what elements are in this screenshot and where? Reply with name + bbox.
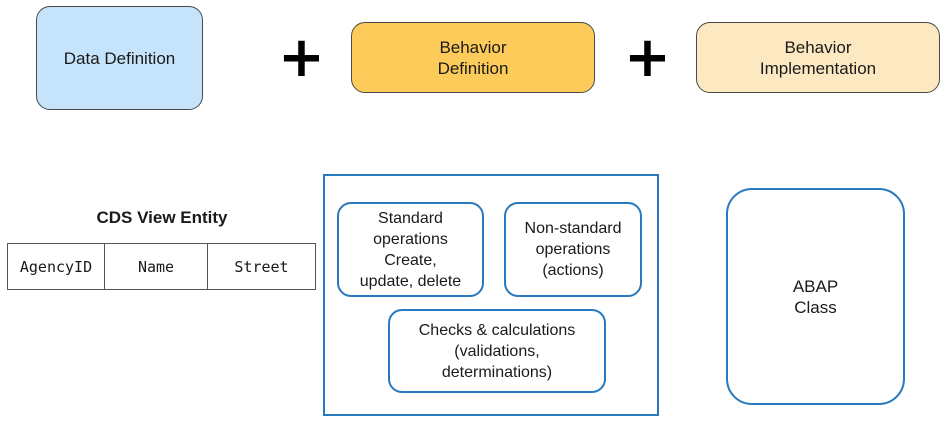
- behavior-definition-label: Behavior Definition: [437, 37, 509, 78]
- behavior-implementation-box: Behavior Implementation: [696, 22, 940, 93]
- abap-class-box: ABAP Class: [726, 188, 905, 405]
- plus-sign: +: [624, 25, 671, 90]
- data-definition-box: Data Definition: [36, 6, 203, 110]
- behavior-implementation-label: Behavior Implementation: [759, 37, 877, 78]
- non-standard-operations-box: Non-standard operations (actions): [504, 202, 642, 297]
- column-agencyid: AgencyID: [7, 243, 105, 290]
- behavior-definition-box: Behavior Definition: [351, 22, 595, 93]
- column-street: Street: [207, 243, 316, 290]
- non-standard-operations-label: Non-standard operations (actions): [524, 220, 622, 279]
- abap-class-label: ABAP Class: [792, 276, 839, 317]
- checks-calculations-label: Checks & calculations (validations, dete…: [418, 321, 576, 381]
- standard-operations-box: Standard operations Create, update, dele…: [337, 202, 484, 297]
- data-definition-label: Data Definition: [63, 48, 176, 68]
- table-row: AgencyID Name Street: [7, 243, 316, 290]
- behavior-definition-frame: [323, 174, 659, 416]
- column-name: Name: [104, 243, 208, 290]
- checks-calculations-box: Checks & calculations (validations, dete…: [388, 309, 606, 393]
- cds-view-entity-title: CDS View Entity: [96, 208, 228, 227]
- plus-sign: +: [278, 25, 325, 90]
- standard-operations-label: Standard operations Create, update, dele…: [359, 209, 462, 290]
- cds-view-entity-table: AgencyID Name Street: [7, 243, 316, 290]
